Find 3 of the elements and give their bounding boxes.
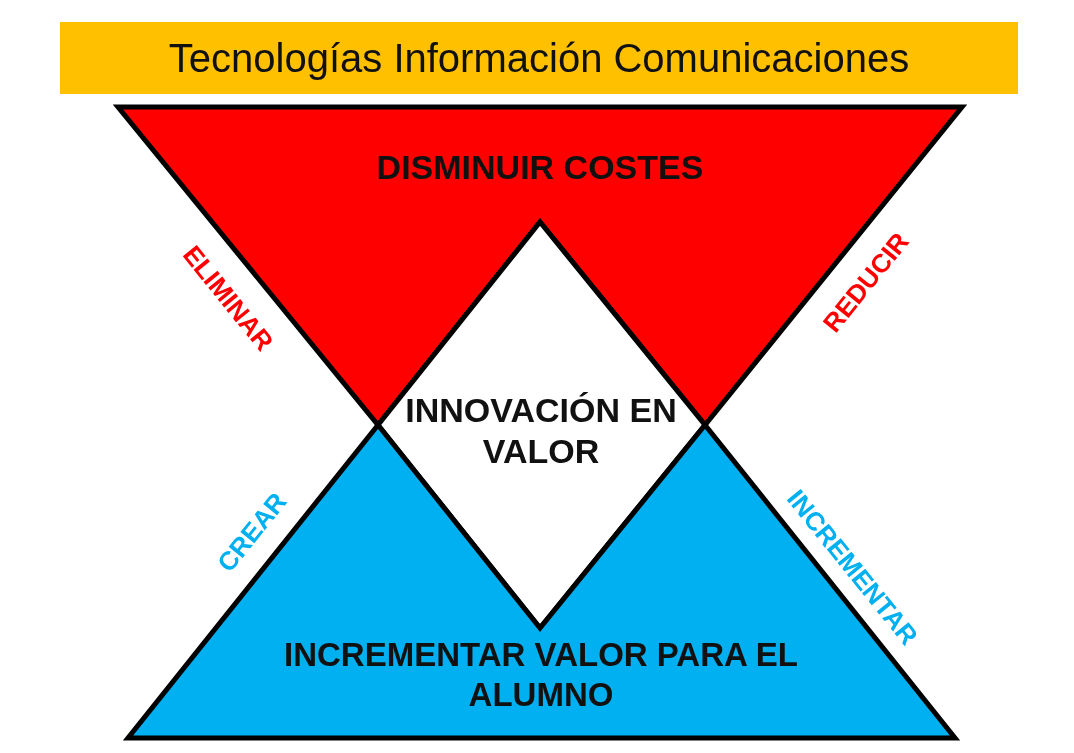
shape-label: DISMINUIR COSTES	[375, 147, 705, 188]
shape-label: INNOVACIÓN EN VALOR	[404, 390, 678, 472]
title-banner: Tecnologías Información Comunicaciones	[60, 22, 1018, 94]
